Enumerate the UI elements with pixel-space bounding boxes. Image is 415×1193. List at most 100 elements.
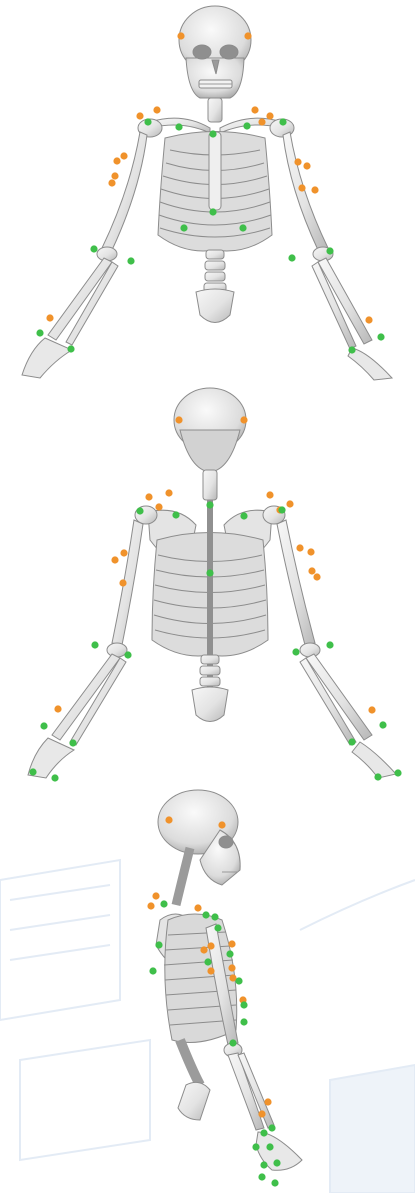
skull-anterior [179, 6, 251, 98]
green-marker-dot [252, 1143, 259, 1150]
orange-marker-dot [298, 184, 305, 191]
orange-marker-dot [308, 567, 315, 574]
green-marker-dot [144, 118, 151, 125]
orange-marker-dot [228, 964, 235, 971]
orange-marker-dot [294, 158, 301, 165]
orange-marker-dot [365, 316, 372, 323]
green-marker-dot [348, 738, 355, 745]
green-marker-dot [240, 1018, 247, 1025]
orange-marker-dot [119, 579, 126, 586]
orange-marker-dot [165, 816, 172, 823]
green-marker-dot [90, 245, 97, 252]
orange-marker-dot [152, 892, 159, 899]
green-marker-dot [36, 329, 43, 336]
orange-marker-dot [165, 489, 172, 496]
green-marker-dot [229, 1039, 236, 1046]
orange-marker-dot [111, 556, 118, 563]
green-marker-dot [273, 1159, 280, 1166]
green-marker-dot [278, 506, 285, 513]
green-marker-dot [235, 977, 242, 984]
orange-marker-dot [303, 162, 310, 169]
orange-marker-dot [175, 416, 182, 423]
orange-marker-dot [311, 186, 318, 193]
green-marker-dot [202, 911, 209, 918]
orange-marker-dot [313, 573, 320, 580]
green-marker-dot [288, 254, 295, 261]
green-marker-dot [239, 224, 246, 231]
green-marker-dot [51, 774, 58, 781]
green-marker-dot [240, 1001, 247, 1008]
orange-marker-dot [258, 118, 265, 125]
orange-marker-dot [108, 179, 115, 186]
orange-marker-dot [54, 705, 61, 712]
orange-marker-dot [147, 902, 154, 909]
green-marker-dot [69, 739, 76, 746]
green-marker-dot [279, 118, 286, 125]
green-marker-dot [326, 247, 333, 254]
orange-marker-dot [200, 946, 207, 953]
green-marker-dot [172, 511, 179, 518]
green-marker-dot [160, 900, 167, 907]
green-marker-dot [240, 512, 247, 519]
green-marker-dot [271, 1179, 278, 1186]
orange-marker-dot [266, 112, 273, 119]
orange-marker-dot [194, 904, 201, 911]
green-marker-dot [206, 569, 213, 576]
orange-marker-dot [264, 1098, 271, 1105]
orange-marker-dot [120, 549, 127, 556]
orange-marker-dot [228, 940, 235, 947]
orange-marker-dot [177, 32, 184, 39]
orange-marker-dot [218, 821, 225, 828]
orange-marker-dot [266, 491, 273, 498]
green-marker-dot [348, 346, 355, 353]
green-marker-dot [40, 722, 47, 729]
green-marker-dot [226, 950, 233, 957]
orange-marker-dot [111, 172, 118, 179]
orange-marker-dot [258, 1110, 265, 1117]
green-marker-dot [214, 924, 221, 931]
orange-marker-dot [244, 32, 251, 39]
orange-marker-dot [46, 314, 53, 321]
orange-marker-dot [286, 500, 293, 507]
green-marker-dot [29, 768, 36, 775]
orange-marker-dot [136, 112, 143, 119]
green-marker-dot [124, 651, 131, 658]
green-marker-dot [268, 1124, 275, 1131]
green-marker-dot [180, 224, 187, 231]
ribcage-anterior [158, 132, 272, 252]
skeleton-view-anterior [22, 6, 392, 380]
green-marker-dot [127, 257, 134, 264]
green-marker-dot [209, 130, 216, 137]
orange-marker-dot [240, 416, 247, 423]
green-marker-dot [67, 345, 74, 352]
orange-marker-dot [307, 548, 314, 555]
orange-marker-dot [145, 493, 152, 500]
orange-marker-dot [153, 106, 160, 113]
green-marker-dot [377, 333, 384, 340]
green-marker-dot [292, 648, 299, 655]
green-marker-dot [209, 208, 216, 215]
orange-marker-dot [251, 106, 258, 113]
orange-marker-dot [155, 503, 162, 510]
skull-lateral [158, 790, 240, 885]
green-marker-dot [206, 501, 213, 508]
green-marker-dot [260, 1129, 267, 1136]
green-marker-dot [266, 1143, 273, 1150]
orange-marker-dot [296, 544, 303, 551]
orange-marker-dot [120, 152, 127, 159]
orange-marker-dot [207, 942, 214, 949]
skull-posterior [174, 388, 246, 472]
green-marker-dot [243, 122, 250, 129]
orange-marker-dot [207, 967, 214, 974]
green-marker-dot [260, 1161, 267, 1168]
green-marker-dot [149, 967, 156, 974]
skeleton-view-posterior [28, 388, 396, 778]
green-marker-dot [175, 123, 182, 130]
lumbar-spine-anterior [196, 250, 234, 323]
green-marker-dot [379, 721, 386, 728]
green-marker-dot [211, 913, 218, 920]
green-marker-dot [155, 941, 162, 948]
green-marker-dot [258, 1173, 265, 1180]
green-marker-dot [394, 769, 401, 776]
